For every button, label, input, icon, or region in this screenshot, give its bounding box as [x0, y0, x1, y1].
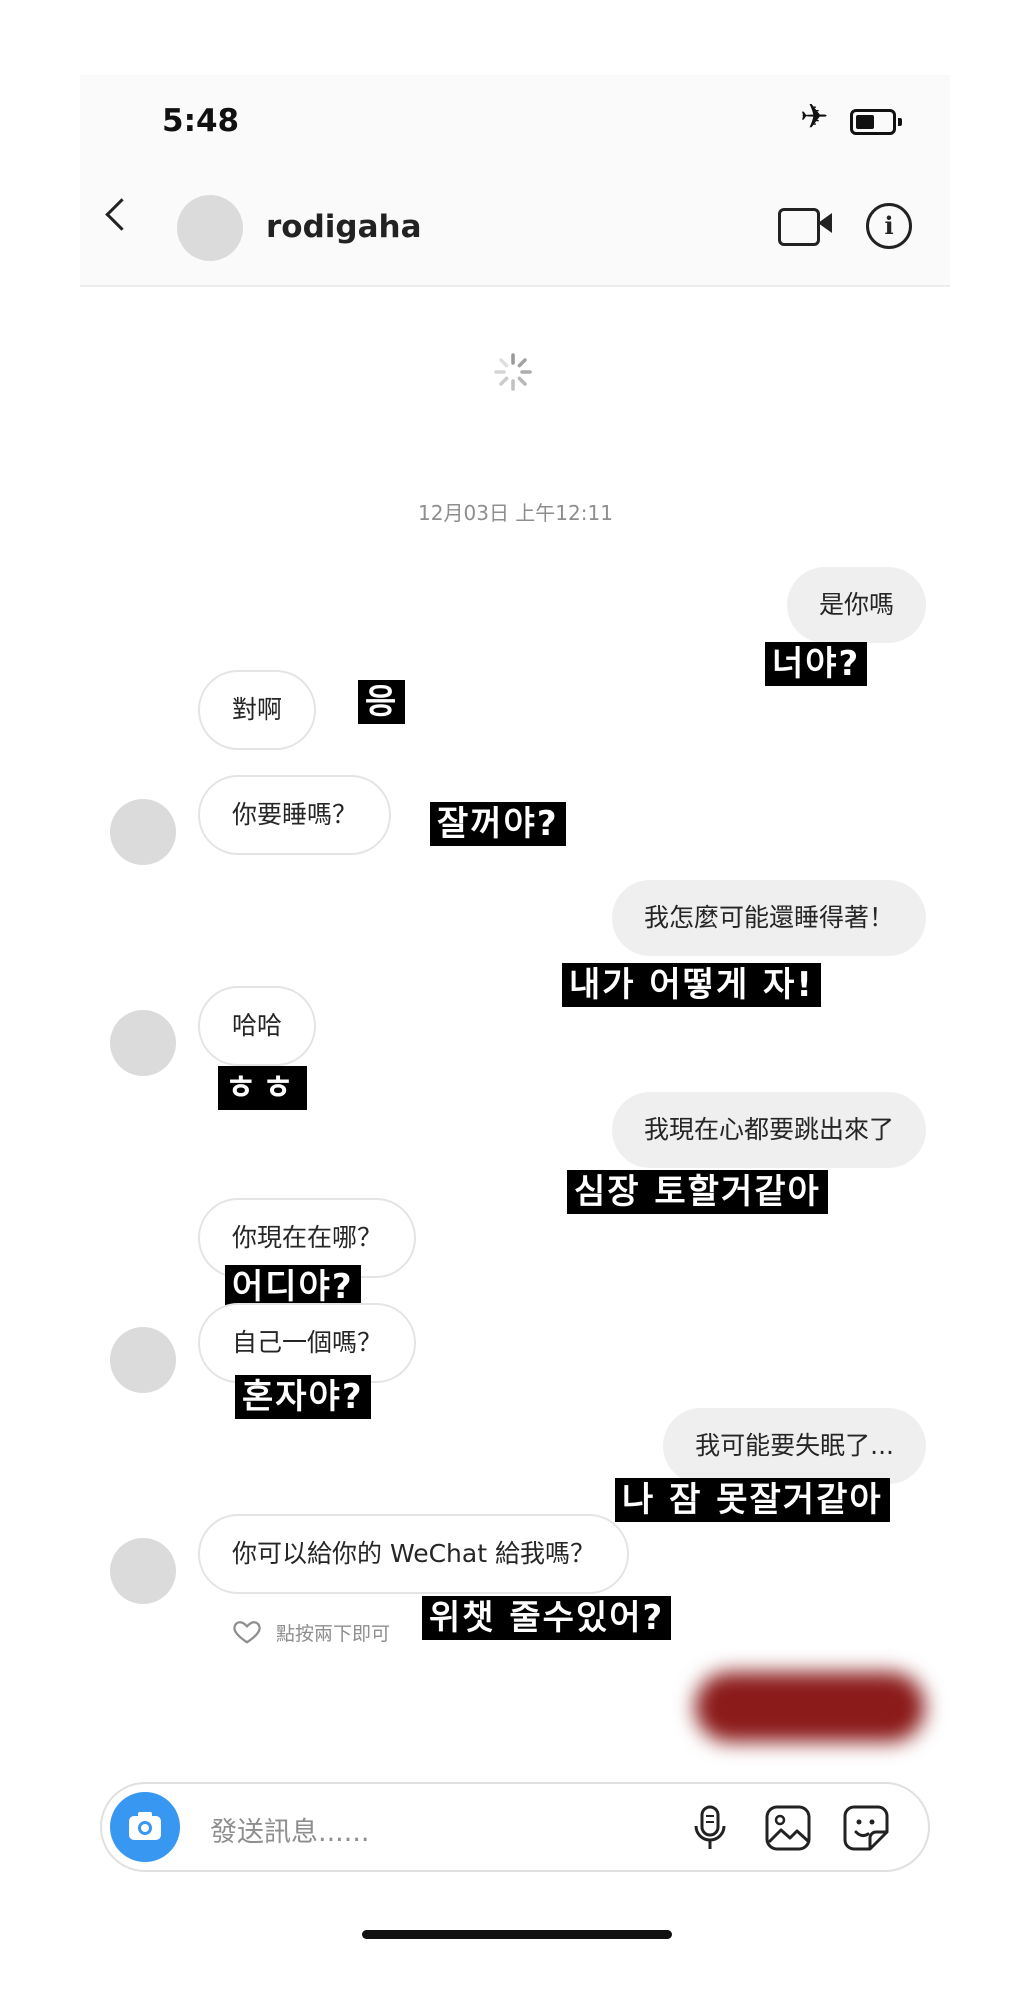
video-camera-lens[interactable] — [818, 213, 832, 233]
translation-label: 심장 토할거같아 — [567, 1170, 828, 1214]
redacted-message-bubble — [695, 1672, 925, 1742]
camera-icon[interactable] — [110, 1792, 180, 1862]
message-bubble-received[interactable]: 對啊 — [198, 670, 317, 750]
sender-avatar[interactable] — [110, 1538, 176, 1604]
message-bubble-received[interactable]: 你現在在哪？ — [198, 1198, 417, 1278]
translation-label: 잘꺼야? — [430, 802, 566, 846]
message-bubble-sent[interactable]: 我怎麼可能還睡得著！ — [611, 880, 926, 956]
image-icon[interactable] — [764, 1804, 812, 1852]
battery-icon — [850, 109, 902, 135]
airplane-mode-icon: ✈ — [800, 97, 829, 137]
translation-label: 어디야? — [225, 1265, 361, 1309]
info-icon[interactable]: i — [866, 203, 912, 249]
chevron-left-icon[interactable] — [105, 198, 138, 231]
video-camera-icon[interactable] — [778, 208, 820, 246]
status-bar: 5:48 ✈ — [80, 75, 950, 175]
sender-avatar[interactable] — [110, 1010, 176, 1076]
translation-label: 위챗 줄수있어? — [422, 1596, 672, 1640]
message-bubble-sent[interactable]: 我可能要失眠了... — [663, 1408, 926, 1484]
translation-label: 응 — [358, 680, 406, 724]
sticker-icon[interactable] — [842, 1804, 890, 1852]
translation-label: 내가 어떻게 자! — [562, 963, 821, 1007]
message-bubble-sent[interactable]: 我現在心都要跳出來了 — [611, 1092, 926, 1168]
message-composer: 發送訊息...... — [100, 1782, 930, 1872]
microphone-icon[interactable] — [690, 1804, 730, 1852]
message-bubble-received[interactable]: 哈哈 — [198, 986, 317, 1066]
spinner-icon — [493, 352, 533, 392]
like-hint-text: 點按兩下即可 — [276, 1623, 391, 1645]
message-bubble-received[interactable]: 你可以給你的 WeChat 給我嗎？ — [198, 1514, 629, 1594]
translation-label: 혼자야? — [235, 1375, 371, 1419]
sender-avatar[interactable] — [110, 799, 176, 865]
message-bubble-sent[interactable]: 是你嗎 — [786, 567, 926, 643]
chat-header: rodigaha i — [80, 175, 950, 287]
heart-icon[interactable] — [232, 1616, 262, 1646]
message-input[interactable]: 發送訊息...... — [210, 1817, 370, 1848]
sender-avatar[interactable] — [110, 1327, 176, 1393]
status-time: 5:48 — [162, 103, 240, 139]
message-bubble-received[interactable]: 你要睡嗎？ — [198, 775, 392, 855]
translation-label: 너야? — [765, 642, 868, 686]
contact-avatar[interactable] — [177, 195, 243, 261]
translation-label: 나 잠 못잘거같아 — [615, 1478, 890, 1522]
message-bubble-received[interactable]: 自己一個嗎？ — [198, 1303, 417, 1383]
translation-label: ㅎㅎ — [218, 1066, 307, 1110]
contact-username[interactable]: rodigaha — [266, 209, 422, 245]
home-indicator[interactable] — [362, 1930, 672, 1939]
conversation-timestamp: 12月03日 上午12:11 — [418, 501, 613, 525]
